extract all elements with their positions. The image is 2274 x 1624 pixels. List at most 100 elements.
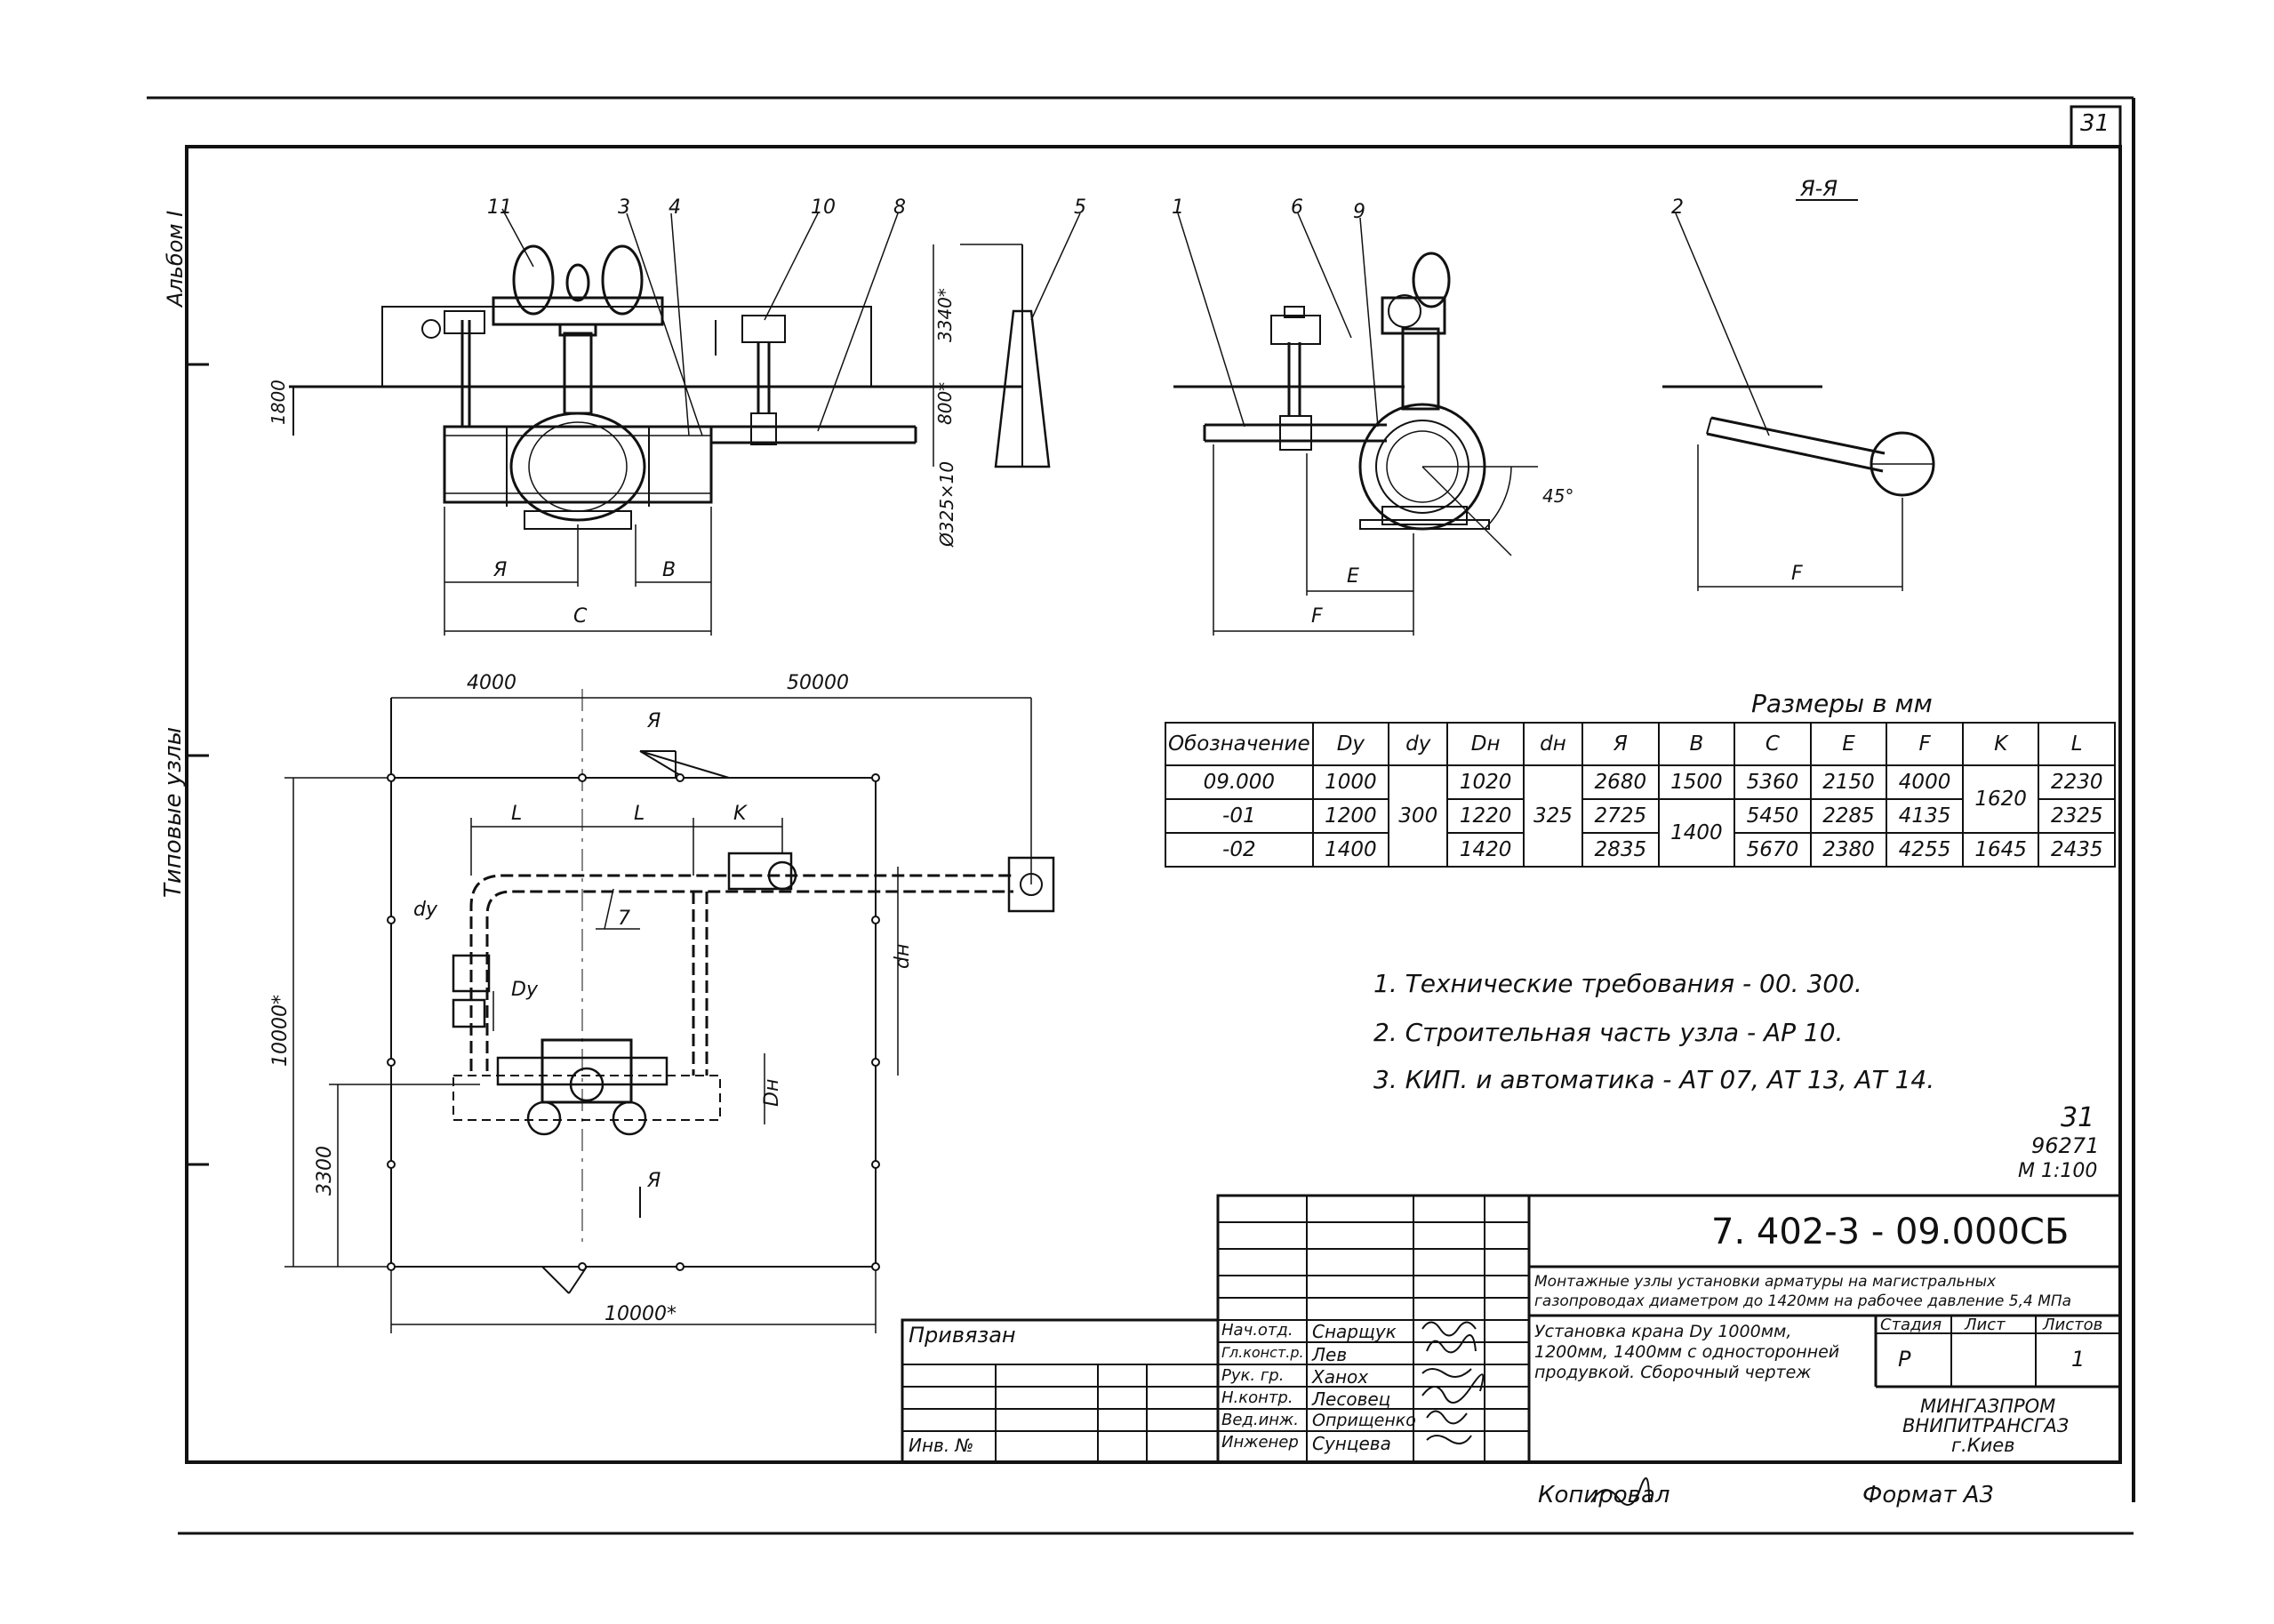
format-label: Формат А3 bbox=[1862, 1482, 1995, 1508]
cell: 2230 bbox=[2038, 764, 2116, 800]
title-line-1: Монтажные узлы установки арматуры на маг… bbox=[1534, 1273, 1997, 1291]
plan-mark-A-top: Я bbox=[646, 710, 661, 732]
callout-3: 3 bbox=[618, 196, 630, 219]
table-row: -01 1200 1220 2725 1400 5450 2285 4135 2… bbox=[1165, 798, 2116, 868]
dimension-labels: 1800 3340* 800* Ø325×10 45° Я B C E F F … bbox=[268, 288, 1803, 1325]
cell: 4135 bbox=[1886, 798, 1964, 834]
stage-label: Стадия bbox=[1880, 1316, 1942, 1334]
note-3: 3. КИП. и автоматика - АТ 07, АТ 13, АТ … bbox=[1373, 1065, 1935, 1094]
plan-dim-4000: 4000 bbox=[467, 672, 516, 694]
units-caption: Размеры в мм bbox=[1751, 689, 1933, 718]
callout-2: 2 bbox=[1671, 196, 1684, 219]
role: Рук. гр. bbox=[1221, 1366, 1285, 1385]
cell: 300 bbox=[1388, 764, 1449, 868]
dim-F-side: F bbox=[1311, 605, 1323, 628]
role: Н.контр. bbox=[1221, 1388, 1293, 1407]
cell: 1420 bbox=[1446, 832, 1525, 868]
role: Вед.инж. bbox=[1221, 1411, 1299, 1429]
plan-dim-dy: dy bbox=[413, 899, 438, 921]
col-header: Я bbox=[1581, 722, 1660, 766]
role-name: Лесовец bbox=[1312, 1388, 1391, 1410]
elevation-view bbox=[289, 208, 1081, 636]
title-line-2: газопроводах диаметром до 1420мм на рабо… bbox=[1534, 1292, 2072, 1310]
inv-label: Инв. № bbox=[909, 1435, 974, 1456]
cell: 1400 bbox=[1657, 798, 1736, 868]
cell: 1500 bbox=[1657, 764, 1736, 800]
role: Нач.отд. bbox=[1221, 1321, 1293, 1340]
cell: 2380 bbox=[1809, 832, 1888, 868]
side-view bbox=[1173, 212, 1538, 636]
copied-label: Копировал bbox=[1538, 1482, 1670, 1508]
plan-view bbox=[284, 689, 1055, 1333]
plan-dim-L1: L bbox=[511, 803, 522, 825]
role-name: Оприщенко bbox=[1312, 1411, 1416, 1430]
cell: 5450 bbox=[1734, 798, 1812, 834]
cell: 2835 bbox=[1581, 832, 1660, 868]
item-line-1: Установка крана Dy 1000мм, bbox=[1534, 1322, 1792, 1341]
cell: 1200 bbox=[1311, 798, 1390, 834]
cell: 09.000 bbox=[1165, 764, 1314, 800]
section-label: Я-Я bbox=[1799, 176, 1838, 201]
title-block-frame bbox=[901, 1194, 2122, 1464]
role-name: Снарщук bbox=[1312, 1321, 1397, 1342]
cell: 2285 bbox=[1809, 798, 1888, 834]
cell: -01 bbox=[1165, 798, 1314, 834]
col-header: K bbox=[1961, 722, 2040, 766]
callout-9: 9 bbox=[1353, 201, 1365, 223]
dim-1800: 1800 bbox=[268, 380, 289, 425]
role-name: Лев bbox=[1312, 1344, 1348, 1365]
role-name: Ханох bbox=[1312, 1366, 1369, 1388]
stamp-ref-line2: 96271 bbox=[2031, 1133, 2100, 1158]
cell: 1645 bbox=[1961, 832, 2040, 868]
plan-dim-L2: L bbox=[634, 803, 645, 825]
col-header: Обозначение bbox=[1165, 722, 1314, 766]
col-header: dн bbox=[1522, 722, 1584, 766]
org-line-3: г.Киев bbox=[1951, 1435, 2015, 1456]
col-header: Dy bbox=[1311, 722, 1390, 766]
callout-4: 4 bbox=[669, 196, 681, 219]
plan-dim-Dy: Dy bbox=[511, 979, 539, 1001]
cell: 5670 bbox=[1734, 832, 1812, 868]
sheets-label: Листов bbox=[2043, 1316, 2103, 1334]
col-header: C bbox=[1734, 722, 1812, 766]
dim-800: 800* bbox=[934, 382, 956, 425]
dim-pipe: Ø325×10 bbox=[936, 461, 957, 548]
callout-6: 6 bbox=[1291, 196, 1303, 219]
note-2: 2. Строительная часть узла - АР 10. bbox=[1373, 1018, 1844, 1047]
plan-dim-10000-v: 10000* bbox=[269, 995, 292, 1067]
callout-10: 10 bbox=[811, 196, 836, 219]
album-label: Альбом I bbox=[163, 210, 188, 307]
cell: 2725 bbox=[1581, 798, 1660, 834]
col-header: B bbox=[1657, 722, 1736, 766]
stamp-ref-line3: М 1:100 bbox=[2018, 1160, 2098, 1182]
spec-table-header: Обозначение Dy dy Dн dн Я B C E F K L bbox=[1165, 722, 2116, 766]
spec-table: Обозначение Dy dy Dн dн Я B C E F K L 09… bbox=[1165, 722, 2116, 868]
dim-A: Я bbox=[492, 559, 507, 581]
dim-angle: 45° bbox=[1542, 485, 1573, 507]
role: Гл.конст.р. bbox=[1221, 1344, 1304, 1361]
callout-11: 11 bbox=[487, 196, 512, 219]
note-1: 1. Технические требования - 00. 300. bbox=[1373, 969, 1862, 998]
cell: -02 bbox=[1165, 832, 1314, 868]
stage-value: Р bbox=[1898, 1347, 1911, 1372]
col-header: Dн bbox=[1446, 722, 1525, 766]
cell: 2435 bbox=[2038, 832, 2116, 868]
cell: 5360 bbox=[1734, 764, 1812, 800]
cell: 4255 bbox=[1886, 832, 1964, 868]
dim-3340: 3340* bbox=[934, 288, 956, 342]
plan-dim-dn: dн bbox=[892, 944, 914, 969]
col-header: L bbox=[2038, 722, 2116, 766]
dim-E: E bbox=[1347, 565, 1359, 588]
plan-dim-10000-h: 10000* bbox=[605, 1303, 677, 1325]
callout-7: 7 bbox=[618, 908, 630, 930]
plan-dim-50000: 50000 bbox=[787, 672, 849, 694]
cell: 4000 bbox=[1886, 764, 1964, 800]
cell: 1020 bbox=[1446, 764, 1525, 800]
role-name: Сунцева bbox=[1312, 1433, 1391, 1454]
series-label: Типовые узлы bbox=[160, 726, 187, 898]
page-number: 31 bbox=[2080, 110, 2110, 137]
cell: 1000 bbox=[1311, 764, 1390, 800]
col-header: dy bbox=[1388, 722, 1449, 766]
item-line-3: продувкой. Сборочный чертеж bbox=[1534, 1363, 1812, 1382]
